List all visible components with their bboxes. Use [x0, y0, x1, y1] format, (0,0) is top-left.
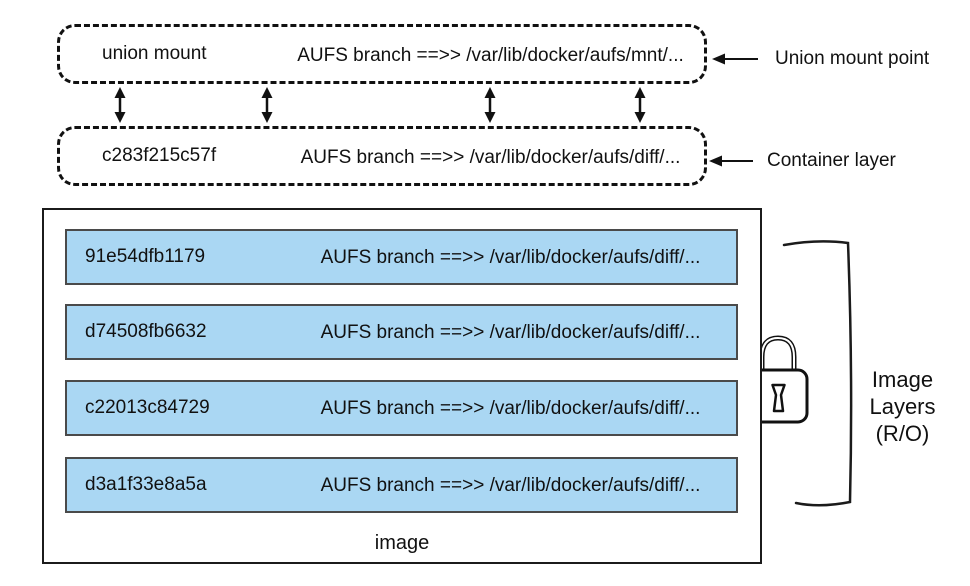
layer-id: 91e54dfb1179	[85, 246, 206, 267]
container-layer-annotation: Container layer	[767, 150, 896, 171]
union-mount-label: union mount	[102, 43, 207, 64]
image-layers-ro-line: Image	[871, 367, 934, 392]
container-layer-box: c283f215c57f AUFS branch ==>> /var/lib/d…	[57, 126, 707, 186]
layer-id: d3a1f33e8a5a	[85, 474, 207, 495]
layer-id: d74508fb6632	[85, 321, 207, 342]
image-layer-row: c22013c84729 AUFS branch ==>> /var/lib/d…	[65, 380, 738, 436]
image-layers-ro-line: (R/O)	[875, 421, 930, 446]
union-mount-box: union mount AUFS branch ==>> /var/lib/do…	[57, 24, 707, 84]
layer-branch-path: AUFS branch ==>> /var/lib/docker/aufs/di…	[320, 398, 701, 419]
image-box-caption: image	[374, 532, 430, 554]
union-mount-point-annotation: Union mount point	[775, 48, 930, 69]
image-layer-row: 91e54dfb1179 AUFS branch ==>> /var/lib/d…	[65, 229, 738, 285]
layer-branch-path: AUFS branch ==>> /var/lib/docker/aufs/di…	[320, 247, 701, 268]
double-arrow-icon	[261, 87, 273, 123]
double-arrow-icon	[114, 87, 126, 123]
layer-branch-path: AUFS branch ==>> /var/lib/docker/aufs/di…	[320, 475, 701, 496]
image-layers-ro-line: Layers	[869, 394, 936, 419]
image-layer-row: d3a1f33e8a5a AUFS branch ==>> /var/lib/d…	[65, 457, 738, 513]
left-arrow-icon	[712, 53, 758, 65]
right-bracket	[782, 240, 853, 507]
layer-branch-path: AUFS branch ==>> /var/lib/docker/aufs/di…	[320, 322, 701, 343]
image-layer-row: d74508fb6632 AUFS branch ==>> /var/lib/d…	[65, 304, 738, 360]
double-arrow-icon	[634, 87, 646, 123]
container-layer-id: c283f215c57f	[102, 145, 217, 166]
image-layers-ro-label: Image Layers (R/O)	[855, 366, 950, 447]
container-layer-branch-path: AUFS branch ==>> /var/lib/docker/aufs/di…	[300, 146, 681, 168]
union-mount-branch-path: AUFS branch ==>> /var/lib/docker/aufs/mn…	[297, 44, 684, 66]
layer-id: c22013c84729	[85, 397, 210, 418]
double-arrow-icon	[484, 87, 496, 123]
keyhole-icon	[771, 383, 786, 413]
left-arrow-icon	[709, 155, 753, 167]
